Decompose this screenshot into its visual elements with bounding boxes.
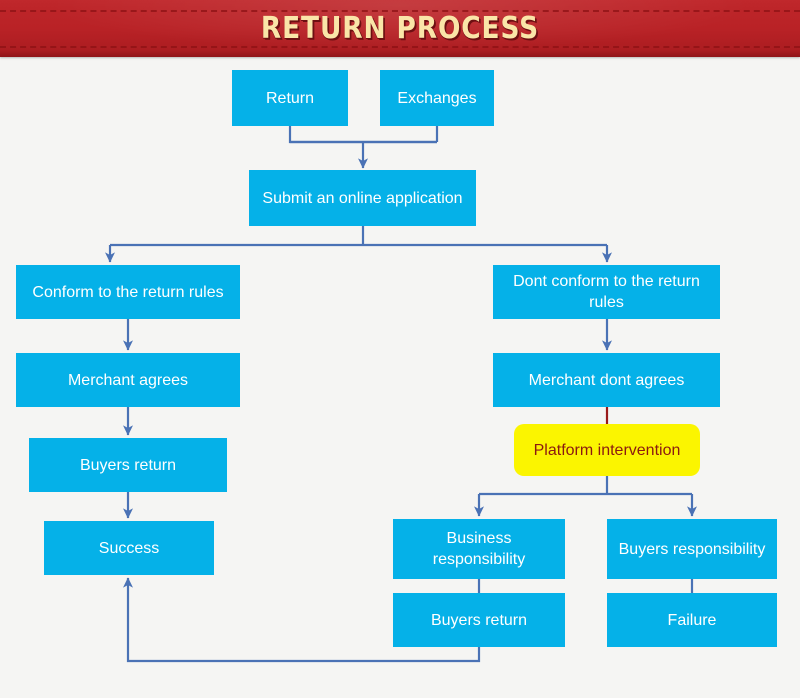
node-return[interactable]: Return <box>232 70 348 126</box>
flowchart-connectors <box>104 126 698 663</box>
node-merchant-dont-agrees[interactable]: Merchant dont agrees <box>493 353 720 407</box>
node-buyers-responsibility[interactable]: Buyers responsibility <box>607 519 777 579</box>
header-banner: RETURN PROCESS <box>0 0 800 57</box>
banner-stitch-top <box>0 10 800 12</box>
node-platform-intervention[interactable]: Platform intervention <box>514 424 700 476</box>
edge-return-to-submit <box>288 126 437 144</box>
page-title: RETURN PROCESS <box>260 11 540 46</box>
node-conform-to-return-rules[interactable]: Conform to the return rules <box>16 265 240 319</box>
node-success[interactable]: Success <box>44 521 214 575</box>
node-submit-application[interactable]: Submit an online application <box>249 170 476 226</box>
banner-stitch-bottom <box>0 46 800 48</box>
node-failure[interactable]: Failure <box>607 593 777 647</box>
node-business-responsibility[interactable]: Business responsibility <box>393 519 565 579</box>
node-dont-conform-to-return-rules[interactable]: Dont conform to the return rules <box>493 265 720 319</box>
node-merchant-agrees[interactable]: Merchant agrees <box>16 353 240 407</box>
flowchart-canvas: Return Exchanges Submit an online applic… <box>0 57 800 698</box>
edge-feedback-to-success <box>122 577 481 663</box>
node-buyers-return-left[interactable]: Buyers return <box>29 438 227 492</box>
node-buyers-return-right[interactable]: Buyers return <box>393 593 565 647</box>
node-exchanges[interactable]: Exchanges <box>380 70 494 126</box>
